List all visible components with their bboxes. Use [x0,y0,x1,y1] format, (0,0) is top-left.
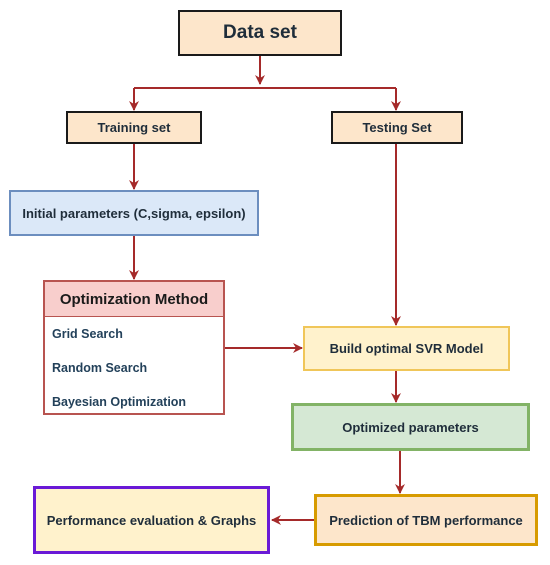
training-set-node: Training set [66,111,202,144]
optimization-item-bayesian: Bayesian Optimization [52,395,187,409]
testing-set-node: Testing Set [331,111,463,144]
build-svr-model-label: Build optimal SVR Model [329,341,484,356]
prediction-node: Prediction of TBM performance [314,494,538,546]
build-svr-model-node: Build optimal SVR Model [303,326,510,371]
dataset-label: Data set [223,22,297,43]
initial-parameters-label: Initial parameters (C,sigma, epsilon) [22,205,246,221]
testing-set-label: Testing Set [362,120,432,135]
optimized-parameters-label: Optimized parameters [342,419,479,435]
prediction-label: Prediction of TBM performance [329,512,523,528]
performance-evaluation-node: Performance evaluation & Graphs [33,486,270,554]
optimized-parameters-node: Optimized parameters [291,403,530,451]
optimization-method-title: Optimization Method [45,282,223,317]
training-set-label: Training set [97,120,171,135]
dataset-node: Data set [178,10,342,56]
initial-parameters-node: Initial parameters (C,sigma, epsilon) [9,190,259,236]
optimization-item-grid-search: Grid Search [52,327,123,341]
optimization-item-random-search: Random Search [52,361,148,375]
performance-evaluation-label: Performance evaluation & Graphs [46,512,257,528]
optimization-method-node: Optimization Method Grid Search Random S… [43,280,225,415]
